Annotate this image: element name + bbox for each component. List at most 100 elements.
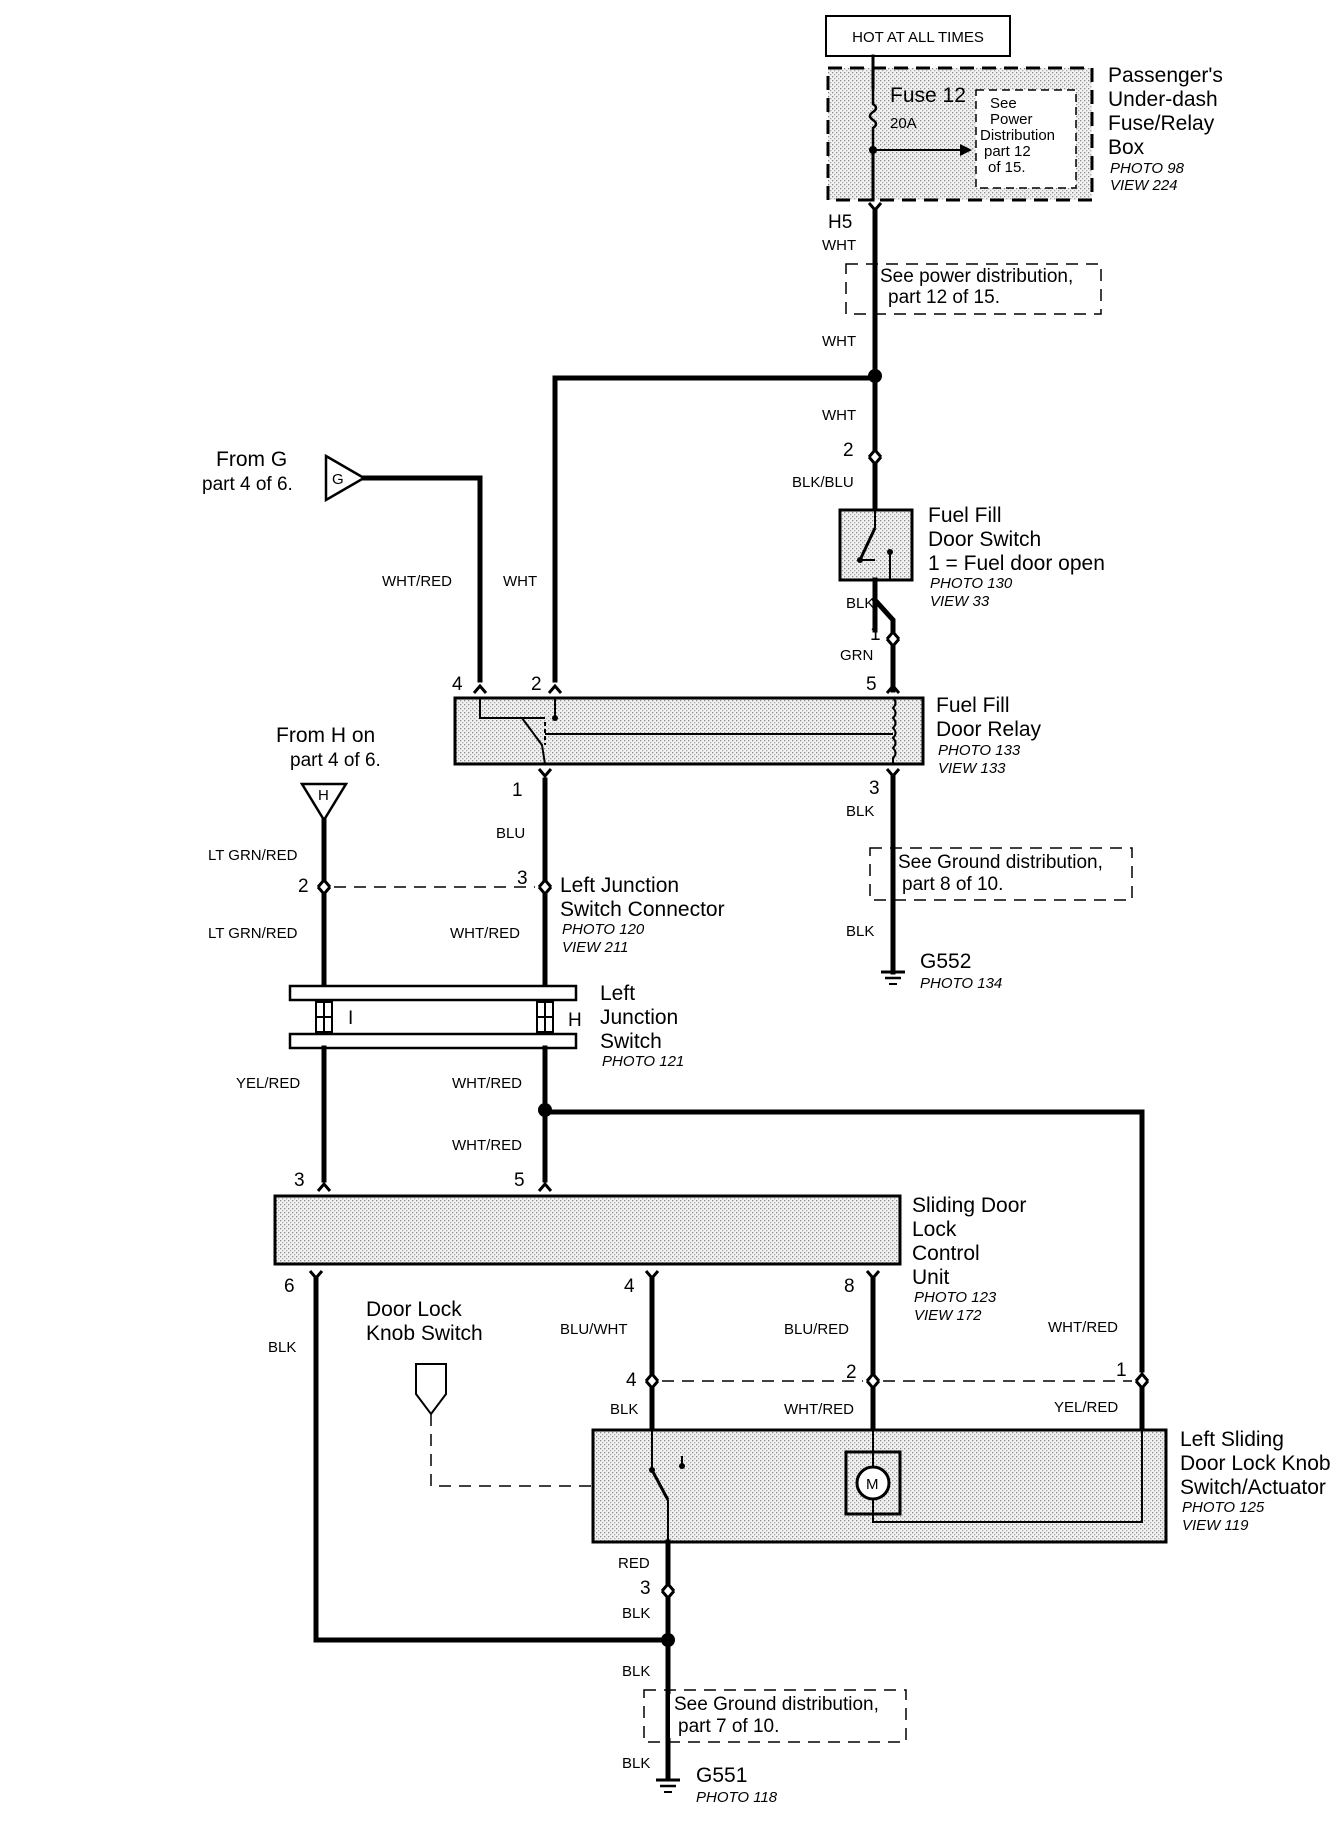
wire-color: BLK/BLU — [792, 474, 854, 491]
svg-text:PHOTO 120: PHOTO 120 — [562, 921, 645, 938]
pin-number: 2 — [843, 440, 854, 461]
wire-color: WHT/RED — [450, 925, 520, 942]
pin-number: 2 — [298, 876, 309, 897]
svg-text:Door Relay: Door Relay — [936, 718, 1042, 741]
svg-text:PHOTO 125: PHOTO 125 — [1182, 1499, 1265, 1516]
svg-text:Switch/Actuator: Switch/Actuator — [1180, 1476, 1326, 1499]
wire-color: BLK — [846, 923, 874, 940]
fuse-box-label: Passenger's Under-dash Fuse/Relay Box PH… — [1108, 64, 1223, 194]
wire-color: WHT — [822, 237, 856, 254]
svg-text:Under-dash: Under-dash — [1108, 88, 1218, 111]
pin-number: 1 — [1116, 1360, 1127, 1381]
ground-distribution-note: See Ground distribution, — [674, 1694, 879, 1715]
pin-number: 5 — [514, 1170, 525, 1191]
pin-number: 3 — [294, 1170, 305, 1191]
control-unit-label: Sliding Door Lock Control Unit PHOTO 123… — [912, 1194, 1026, 1324]
wire-color: LT GRN/RED — [208, 925, 298, 942]
wire-color: WHT/RED — [382, 573, 452, 590]
svg-text:Knob Switch: Knob Switch — [366, 1322, 483, 1345]
svg-text:PHOTO 121: PHOTO 121 — [602, 1053, 684, 1070]
pin-number: 4 — [626, 1370, 637, 1391]
wire-color: BLK — [610, 1401, 638, 1418]
pin-number: 4 — [624, 1276, 635, 1297]
svg-text:PHOTO 118: PHOTO 118 — [696, 1789, 778, 1806]
fuse-note-line: Power — [990, 111, 1033, 128]
svg-text:Lock: Lock — [912, 1218, 957, 1241]
wire-color: WHT/RED — [452, 1137, 522, 1154]
wire-color: BLU/WHT — [560, 1321, 628, 1338]
left-junction-switch: I H — [288, 984, 582, 1050]
wire-color: BLK — [846, 803, 874, 820]
svg-text:Unit: Unit — [912, 1266, 950, 1289]
from-h-connector: From H on part 4 of 6. H LT GRN/RED — [208, 724, 381, 881]
wire-color: LT GRN/RED — [208, 847, 298, 864]
svg-text:H: H — [318, 787, 329, 804]
svg-text:Door Lock Knob: Door Lock Knob — [1180, 1452, 1331, 1475]
svg-text:VIEW 211: VIEW 211 — [562, 939, 628, 956]
svg-text:Sliding Door: Sliding Door — [912, 1194, 1026, 1217]
pin-number: 1 — [512, 780, 523, 801]
svg-text:Left Sliding: Left Sliding — [1180, 1428, 1284, 1451]
svg-text:Switch: Switch — [600, 1030, 662, 1053]
door-lock-knob-switch: Door Lock Knob Switch — [366, 1298, 640, 1487]
connector-h5: H5 — [828, 212, 852, 233]
wire-color: BLU/RED — [784, 1321, 849, 1338]
pin-number: 3 — [869, 778, 880, 799]
sliding-door-lock-control-unit — [273, 1194, 902, 1266]
svg-text:Control: Control — [912, 1242, 980, 1265]
svg-text:Left: Left — [600, 982, 635, 1005]
svg-text:G: G — [332, 471, 344, 488]
wire-color: WHT/RED — [1048, 1319, 1118, 1336]
wire-color: BLK — [622, 1605, 650, 1622]
svg-text:Box: Box — [1108, 136, 1145, 159]
wire-color: WHT — [822, 407, 856, 424]
svg-text:From H on: From H on — [276, 724, 375, 747]
relay-label: Fuel Fill Door Relay PHOTO 133 VIEW 133 — [936, 694, 1042, 777]
from-g-connector: From G part 4 of 6. G WHT/RED — [202, 448, 483, 683]
door-lock-knob-actuator: M — [591, 1428, 1168, 1544]
fuse-rating: 20A — [890, 115, 917, 132]
switch-position-h: H — [568, 1010, 582, 1031]
wire-color: GRN — [840, 647, 873, 664]
svg-text:PHOTO 123: PHOTO 123 — [914, 1289, 997, 1306]
ground-distribution-note: part 8 of 10. — [902, 874, 1003, 895]
wire-color: WHT — [503, 573, 537, 590]
svg-text:Passenger's: Passenger's — [1108, 64, 1223, 87]
power-distribution-note: part 12 of 15. — [888, 287, 1000, 308]
hot-at-all-times-label: HOT AT ALL TIMES — [852, 29, 984, 46]
svg-text:PHOTO 134: PHOTO 134 — [920, 975, 1002, 992]
svg-text:part 4 of 6.: part 4 of 6. — [290, 750, 381, 771]
junction-connector-label: Left Junction Switch Connector PHOTO 120… — [560, 874, 725, 956]
pin-number: 1 — [870, 624, 881, 645]
svg-text:PHOTO 98: PHOTO 98 — [1110, 160, 1185, 177]
knob-icon — [415, 1363, 447, 1416]
ground-icon — [654, 1778, 682, 1794]
svg-text:Door Switch: Door Switch — [928, 528, 1041, 551]
fuel-switch-label: Fuel Fill Door Switch 1 = Fuel door open… — [928, 504, 1105, 610]
pin-number: 6 — [284, 1276, 295, 1297]
fuel-fill-door-relay — [453, 696, 925, 766]
hot-at-all-times-box: HOT AT ALL TIMES — [825, 15, 1011, 57]
connector-g-icon — [324, 453, 367, 503]
ground-distribution-note: part 7 of 10. — [678, 1716, 779, 1737]
pin-number: 2 — [531, 674, 542, 695]
svg-text:VIEW 133: VIEW 133 — [938, 760, 1006, 777]
junction-switch-label: Left Junction Switch PHOTO 121 — [600, 982, 684, 1070]
wire-color: RED — [618, 1555, 650, 1572]
ground-g551: G551 — [696, 1764, 747, 1787]
wire-color: BLK — [622, 1663, 650, 1680]
pin-number: 4 — [452, 674, 463, 695]
svg-text:VIEW 172: VIEW 172 — [914, 1307, 982, 1324]
wire-color: WHT/RED — [784, 1401, 854, 1418]
main-power-wire: H5 WHT See power distribution, part 12 o… — [792, 201, 1102, 513]
wire-color: YEL/RED — [236, 1075, 300, 1092]
pin-number: 3 — [517, 868, 528, 889]
wire-color: WHT — [822, 333, 856, 350]
fuse-note-line: of 15. — [988, 159, 1026, 176]
wire-color: YEL/RED — [1054, 1399, 1118, 1416]
fuel-fill-door-switch — [838, 508, 914, 633]
svg-text:Fuel Fill: Fuel Fill — [936, 694, 1010, 717]
svg-text:VIEW 119: VIEW 119 — [1182, 1517, 1249, 1534]
svg-text:From G: From G — [216, 448, 287, 471]
